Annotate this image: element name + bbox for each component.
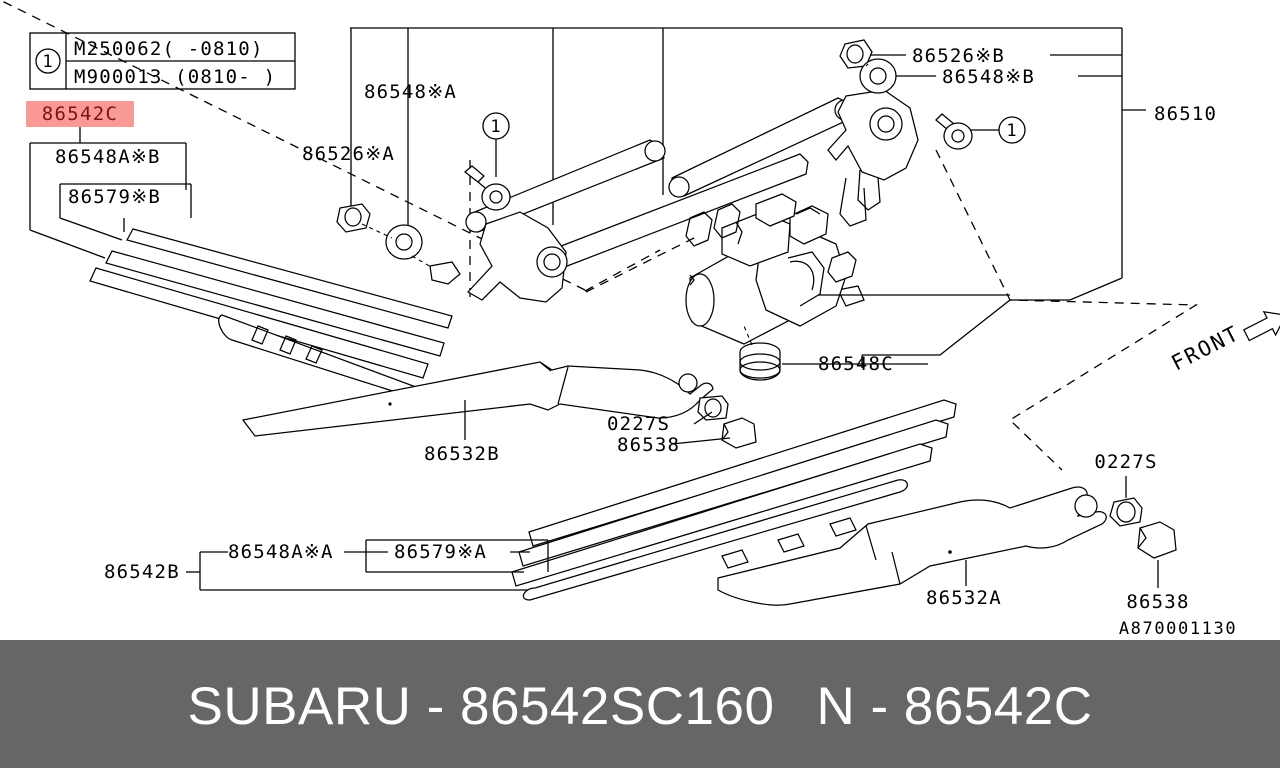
footer-brand-part-number: SUBARU - 86542SC160 — [187, 676, 775, 736]
motor-grommet-86548C: 86548C — [739, 325, 928, 381]
right-top-callouts: 86526※B 86548※B — [866, 45, 1122, 88]
wiper-linkage-assembly — [465, 89, 919, 307]
wiper-arm-86532B: 86532B — [241, 361, 714, 465]
legend-callout-number: 1 — [42, 52, 53, 72]
balloon-number: 1 — [1006, 121, 1017, 141]
hardware-left — [336, 203, 461, 285]
callout-label-86548-A: 86548※A — [364, 81, 457, 103]
highlighted-part-number[interactable]: 86542C — [26, 101, 134, 127]
pivot-hardware-upper: 0227S 86538 — [607, 395, 757, 456]
assembly-boundary-dashed — [0, 0, 1199, 471]
callout-label-86548-B: 86548※B — [942, 66, 1035, 88]
callout-label-86542B: 86542B — [104, 561, 180, 583]
callout-label-86579-A: 86579※A — [394, 541, 487, 563]
screw-left — [464, 165, 511, 211]
callout-label-86548A-A: 86548A※A — [228, 541, 334, 563]
legend-box: 1 M250062( -0810) M900013 (0810- ) — [29, 32, 296, 90]
callout-label-86538-lower: 86538 — [1126, 591, 1189, 613]
footer-bar: SUBARU - 86542SC160 N - 86542C — [0, 640, 1280, 768]
wiper-blade-upper — [89, 228, 453, 402]
callout-label-86548A-B: 86548A※B — [55, 146, 161, 168]
callout-label-86579-B: 86579※B — [68, 186, 161, 208]
bottom-callout-bracket: 86542B 86548A※A 86579※A — [104, 539, 549, 591]
callout-label-86538-upper: 86538 — [617, 434, 680, 456]
callout-label-86532A: 86532A — [926, 587, 1002, 609]
legend-row-2: M900013 (0810- ) — [74, 66, 276, 88]
callout-label-86510: 86510 — [1154, 103, 1217, 125]
callout-label-86526-A: 86526※A — [302, 143, 395, 165]
callout-label-86526-B: 86526※B — [912, 45, 1005, 67]
footer-secondary-part-number: N - 86542C — [816, 676, 1093, 736]
balloon-1-left: 1 — [482, 112, 510, 177]
balloon-number: 1 — [490, 117, 501, 137]
wiper-blade-lower — [511, 399, 957, 601]
legend-row-1: M250062( -0810) — [74, 38, 264, 60]
callout-86510: 86510 — [1122, 103, 1217, 125]
callout-label-0227S-lower: 0227S — [1094, 451, 1157, 473]
hardware-right — [839, 39, 973, 150]
callout-label-0227S-upper: 0227S — [607, 413, 670, 435]
front-label: FRONT — [1168, 321, 1244, 376]
left-callout-bracket: 86548A※B 86579※B — [29, 127, 192, 259]
callout-label-86548C: 86548C — [818, 353, 894, 375]
drawing-number: A870001130 — [1119, 619, 1237, 639]
pivot-hardware-lower: 0227S 86538 — [1094, 451, 1189, 613]
front-direction-marker: FRONT — [1168, 310, 1280, 376]
wiper-arm-86532A: 86532A — [717, 486, 1107, 609]
top-leader-rail — [350, 27, 1123, 278]
balloon-1-right: 1 — [958, 116, 1026, 144]
wiper-motor — [685, 193, 1010, 345]
callout-label-86532B: 86532B — [424, 443, 500, 465]
